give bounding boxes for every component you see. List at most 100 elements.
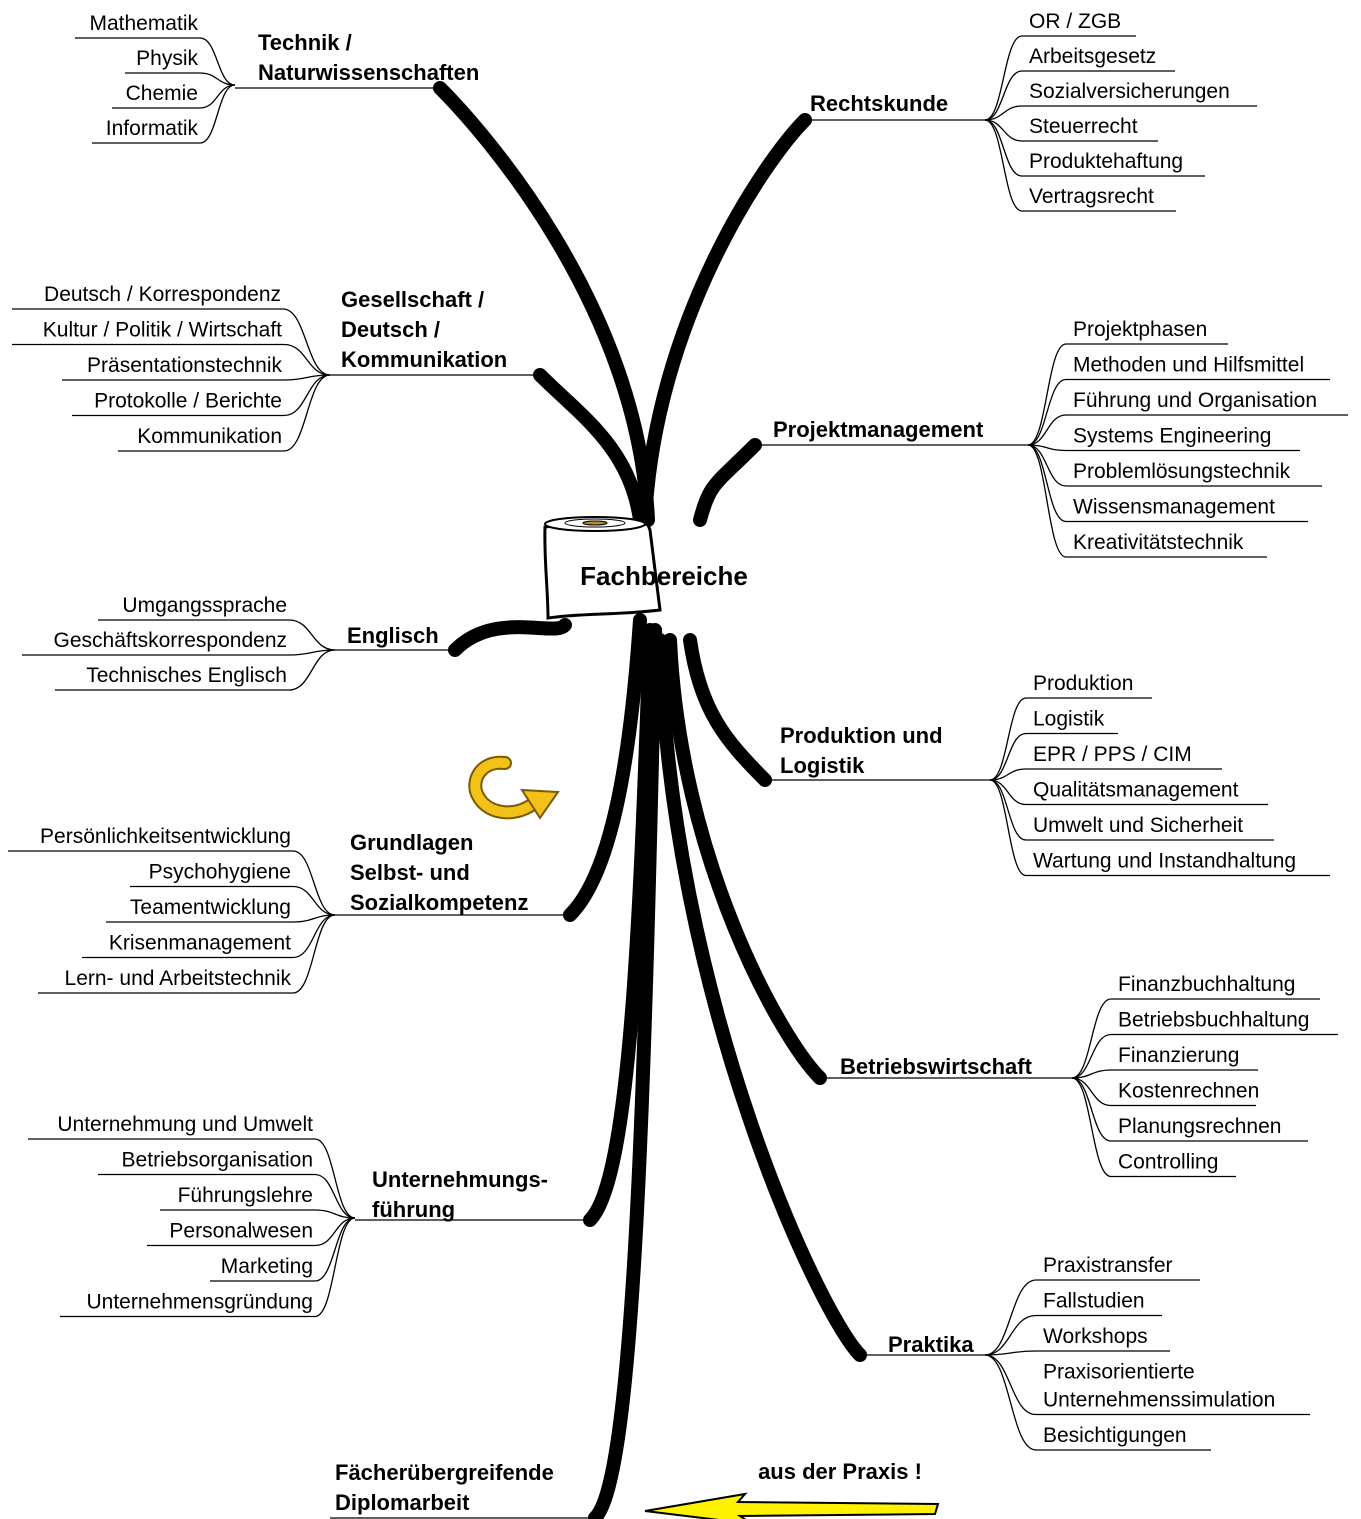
leaf-item-technik: Physik	[136, 47, 198, 70]
leaf-item-unternehmung: Personalwesen	[169, 1220, 313, 1243]
branch-trunk-betrieb-1	[665, 635, 825, 1083]
branch-trunk-recht-1	[640, 115, 810, 525]
leaf-item-unternehmung: Unternehmung und Umwelt	[57, 1113, 313, 1136]
leaf-item-produktion: Qualitätsmanagement	[1033, 779, 1239, 802]
category-title-grundlagen: Selbst- und	[350, 860, 470, 885]
leaf-item-projekt: Führung und Organisation	[1073, 389, 1317, 412]
leaf-item-betrieb: Kostenrechnen	[1118, 1080, 1259, 1103]
center-title: Fachbereiche	[580, 561, 748, 591]
leaf-item-projekt: Projektphasen	[1073, 318, 1207, 341]
note-label: aus der Praxis !	[758, 1459, 922, 1484]
leaf-connector-praktika	[984, 1354, 1037, 1416]
leaf-connector-englisch	[288, 649, 336, 691]
leaf-item-unternehmung: Betriebsorganisation	[122, 1149, 313, 1172]
branch-trunk-betrieb	[663, 633, 827, 1085]
leaf-item-betrieb: Finanzierung	[1118, 1044, 1239, 1067]
branch-trunk-betrieb-2	[667, 637, 823, 1081]
leaf-connector-projekt	[1027, 444, 1067, 558]
leaf-connector-technik	[199, 37, 236, 86]
branch-trunk-technik-3	[438, 86, 650, 522]
leaf-item-englisch: Umgangssprache	[122, 594, 287, 617]
left-arrow-icon	[644, 1492, 940, 1519]
branch-trunk-produktion	[683, 633, 772, 787]
leaf-item-englisch: Geschäftskorrespondenz	[54, 629, 287, 652]
leaf-connector-praktika	[984, 1279, 1037, 1356]
leaf-connector-produktion	[989, 768, 1027, 781]
branch-trunk-projekt-3	[698, 443, 757, 522]
branch-trunk-grundlagen	[563, 613, 647, 922]
leaf-item-projekt: Methoden und Hilfsmittel	[1073, 354, 1304, 377]
leaf-connector-unternehmung	[314, 1209, 356, 1219]
leaf-connector-unternehmung	[314, 1138, 356, 1219]
leaf-item-betrieb: Planungsrechnen	[1118, 1115, 1281, 1138]
branch-trunk-produktion-3	[688, 638, 767, 782]
leaf-item-grundlagen: Krisenmanagement	[109, 932, 291, 955]
leaf-item-technik: Chemie	[126, 82, 198, 105]
branch-trunks	[235, 81, 1072, 1519]
leaf-item-betrieb: Betriebsbuchhaltung	[1118, 1009, 1309, 1032]
branch-trunk-recht-3	[643, 118, 807, 522]
category-title-technik: Technik /	[258, 30, 352, 55]
leaf-item-projekt: Wissensmanagement	[1073, 496, 1275, 519]
leaf-item-produktion: Logistik	[1033, 708, 1105, 731]
category-title-produktion: Logistik	[780, 753, 865, 778]
leaf-item-projekt: Kreativitätstechnik	[1073, 531, 1244, 554]
category-title-grundlagen: Sozialkompetenz	[350, 890, 528, 915]
branch-trunk-recht-2	[642, 117, 808, 523]
leaf-item-englisch: Technisches Englisch	[86, 664, 287, 687]
leaf-connector-unternehmung	[314, 1217, 356, 1282]
category-title-englisch: Englisch	[347, 623, 439, 648]
leaf-item-produktion: EPR / PPS / CIM	[1033, 743, 1192, 766]
leaf-item-produktion: Produktion	[1033, 672, 1133, 695]
circular-arrow-icon	[468, 755, 560, 820]
leaf-connector-gesellschaft	[282, 308, 331, 376]
leaf-item-unternehmung: Führungslehre	[178, 1184, 313, 1207]
leaf-connector-produktion	[989, 779, 1027, 877]
leaf-connector-betrieb	[1071, 1077, 1112, 1178]
leaf-connector-gesellschaft	[283, 343, 331, 376]
leaf-item-praktika: Unternehmenssimulation	[1043, 1389, 1275, 1412]
category-title-unternehmung: führung	[372, 1197, 455, 1222]
branch-trunk-gesellschaft-3	[538, 373, 642, 522]
leaf-connector-betrieb	[1071, 998, 1112, 1079]
category-title-praktika: Praktika	[888, 1332, 974, 1357]
leaf-item-gesellschaft: Deutsch / Korrespondenz	[44, 283, 281, 306]
leaf-item-gesellschaft: Kommunikation	[137, 425, 282, 448]
leaf-item-recht: Steuerrecht	[1029, 115, 1138, 138]
leaf-connector-projekt	[1027, 414, 1067, 446]
leaf-connector-betrieb	[1071, 1077, 1112, 1142]
category-labels: Technik /NaturwissenschaftenGesellschaft…	[258, 30, 1033, 1515]
leaf-connector-grundlagen	[292, 885, 336, 916]
leaf-item-recht: Vertragsrecht	[1029, 185, 1154, 208]
leaf-connector-betrieb	[1071, 1033, 1112, 1079]
leaf-connector-unternehmung	[314, 1173, 356, 1219]
leaf-connector-projekt	[1027, 444, 1067, 487]
leaf-item-recht: Sozialversicherungen	[1029, 80, 1230, 103]
leaf-item-grundlagen: Lern- und Arbeitstechnik	[65, 967, 292, 990]
category-title-betrieb: Betriebswirtschaft	[840, 1054, 1033, 1079]
leaf-item-betrieb: Controlling	[1118, 1151, 1218, 1174]
category-title-unternehmung: Unternehmungs-	[372, 1167, 548, 1192]
leaf-item-recht: Arbeitsgesetz	[1029, 45, 1156, 68]
branch-trunk-betrieb-3	[668, 638, 822, 1080]
leaf-connector-betrieb	[1071, 1069, 1112, 1079]
leaf-item-praktika: Fallstudien	[1043, 1290, 1145, 1313]
leaf-item-produktion: Umwelt und Sicherheit	[1033, 814, 1243, 837]
leaf-connector-gesellschaft	[283, 374, 331, 452]
leaf-item-grundlagen: Persönlichkeitsentwicklung	[40, 825, 291, 848]
leaf-connector-grundlagen	[292, 914, 336, 994]
leaf-item-recht: OR / ZGB	[1029, 10, 1121, 33]
leaf-items: MathematikPhysikChemieInformatikDeutsch …	[8, 10, 1348, 1451]
leaf-connector-grundlagen	[292, 850, 336, 916]
leaf-item-praktika: Praxistransfer	[1043, 1254, 1173, 1277]
leaf-item-unternehmung: Unternehmensgründung	[87, 1291, 314, 1314]
category-title-technik: Naturwissenschaften	[258, 60, 479, 85]
leaf-connector-recht	[984, 119, 1023, 177]
category-title-recht: Rechtskunde	[810, 91, 948, 116]
branch-trunk-diplom-3	[593, 628, 657, 1519]
branch-trunk-praktika-3	[658, 638, 862, 1357]
leaf-connector-produktion	[989, 732, 1027, 781]
leaf-item-technik: Informatik	[106, 117, 199, 140]
leaf-connector-technik	[199, 84, 236, 144]
